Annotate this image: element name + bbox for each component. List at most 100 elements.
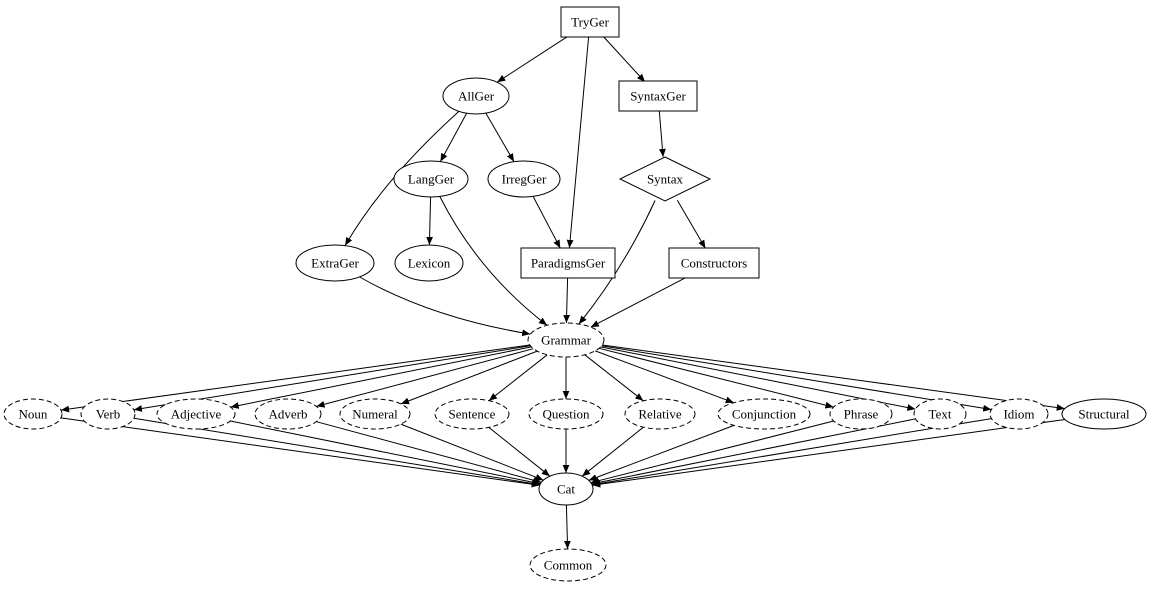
edge-SyntaxGer-Syntax <box>658 110 666 158</box>
edge-Relative-Cat <box>581 426 644 477</box>
node-Cat: Cat <box>538 472 594 506</box>
node-label-Grammar: Grammar <box>541 333 591 348</box>
edge-Adverb-Cat <box>316 421 542 484</box>
node-Question: Question <box>528 398 604 430</box>
edge-TryGer-AllGer <box>496 33 573 83</box>
node-shape-Relative <box>624 398 696 430</box>
node-Idiom: Idiom <box>989 398 1049 430</box>
edge-LangGer-Grammar <box>439 196 548 326</box>
node-Relative: Relative <box>624 398 696 430</box>
node-label-LangGer: LangGer <box>408 172 455 187</box>
node-SyntaxGer: SyntaxGer <box>618 80 698 112</box>
node-shape-TryGer <box>560 6 620 38</box>
node-Adjective: Adjective <box>156 398 236 430</box>
node-Phrase: Phrase <box>829 398 893 430</box>
node-Common: Common <box>529 548 607 582</box>
node-shape-Common <box>529 548 607 582</box>
edge-TryGer-SyntaxGer <box>602 35 646 83</box>
edge-layer <box>60 33 1065 550</box>
node-label-Adjective: Adjective <box>171 407 222 422</box>
node-label-Structural: Structural <box>1078 407 1130 422</box>
node-label-AllGer: AllGer <box>458 89 495 104</box>
node-Conjunction: Conjunction <box>717 398 811 430</box>
node-shape-ExtraGer <box>295 244 375 282</box>
node-label-ExtraGer: ExtraGer <box>311 256 359 271</box>
node-shape-Constructors <box>668 247 760 279</box>
node-Adverb: Adverb <box>254 398 322 430</box>
node-shape-Text <box>913 398 967 430</box>
node-Grammar: Grammar <box>527 322 605 358</box>
node-Sentence: Sentence <box>434 398 510 430</box>
edge-Conjunction-Cat <box>588 424 735 481</box>
node-label-Relative: Relative <box>638 407 682 422</box>
node-shape-Structural <box>1061 398 1147 430</box>
edge-Numeral-Cat <box>400 423 544 481</box>
node-label-Noun: Noun <box>19 407 48 422</box>
node-label-Question: Question <box>543 407 590 422</box>
node-shape-Numeral <box>339 398 411 430</box>
node-shape-Verb <box>80 398 136 430</box>
node-label-Lexicon: Lexicon <box>408 256 451 271</box>
node-shape-Adjective <box>156 398 236 430</box>
node-AllGer: AllGer <box>442 77 510 115</box>
edge-Grammar-Idiom <box>601 345 992 412</box>
node-label-Common: Common <box>544 558 593 573</box>
node-label-Sentence: Sentence <box>449 407 496 422</box>
node-Lexicon: Lexicon <box>394 244 464 282</box>
edge-Cat-Common <box>563 504 571 550</box>
node-shape-Question <box>528 398 604 430</box>
node-label-Syntax: Syntax <box>647 172 684 187</box>
edge-Grammar-Structural <box>602 344 1065 411</box>
edge-Grammar-Phrase <box>598 347 834 409</box>
node-Constructors: Constructors <box>668 247 760 279</box>
node-shape-Noun <box>3 398 63 430</box>
node-Structural: Structural <box>1061 398 1147 430</box>
edge-TryGer-ParadigmsGer <box>566 36 590 249</box>
edge-Constructors-Grammar <box>590 275 690 328</box>
node-Verb: Verb <box>80 398 136 430</box>
node-IrregGer: IrregGer <box>487 160 561 198</box>
edge-Verb-Cat <box>133 417 541 487</box>
edge-Syntax-Grammar <box>578 200 656 325</box>
node-shape-Adverb <box>254 398 322 430</box>
node-shape-AllGer <box>442 77 510 115</box>
node-shape-Sentence <box>434 398 510 430</box>
node-shape-Grammar <box>527 322 605 358</box>
node-shape-IrregGer <box>487 160 561 198</box>
edge-Phrase-Cat <box>590 420 834 485</box>
edge-IrregGer-ParadigmsGer <box>532 196 561 249</box>
edge-AllGer-LangGer <box>439 113 468 162</box>
node-label-Cat: Cat <box>557 482 575 497</box>
edge-Grammar-Sentence <box>488 354 548 402</box>
edge-ParadigmsGer-Grammar <box>563 277 571 324</box>
node-shape-Idiom <box>989 398 1049 430</box>
edge-Syntax-Constructors <box>676 199 706 249</box>
edge-Grammar-Adjective <box>230 346 532 409</box>
edge-Grammar-Relative <box>584 354 644 402</box>
node-Numeral: Numeral <box>339 398 411 430</box>
edge-Noun-Cat <box>60 417 540 488</box>
edge-AllGer-ExtraGer <box>344 111 460 246</box>
edge-AllGer-IrregGer <box>485 112 515 162</box>
node-ParadigmsGer: ParadigmsGer <box>520 247 616 279</box>
node-label-Constructors: Constructors <box>681 256 747 271</box>
edge-Idiom-Cat <box>591 418 992 487</box>
node-label-Verb: Verb <box>96 407 121 422</box>
edge-Structural-Cat <box>592 419 1065 488</box>
node-Noun: Noun <box>3 398 63 430</box>
node-shape-SyntaxGer <box>618 80 698 112</box>
node-shape-Phrase <box>829 398 893 430</box>
node-shape-LangGer <box>393 160 469 198</box>
node-label-Text: Text <box>929 407 952 422</box>
node-label-Phrase: Phrase <box>844 407 879 422</box>
edge-Grammar-Noun <box>60 344 530 413</box>
node-label-ParadigmsGer: ParadigmsGer <box>531 256 606 271</box>
node-label-SyntaxGer: SyntaxGer <box>630 89 686 104</box>
node-label-Idiom: Idiom <box>1003 407 1034 422</box>
edge-Grammar-Adverb <box>316 348 534 408</box>
node-shape-ParadigmsGer <box>520 247 616 279</box>
edge-Sentence-Cat <box>488 427 551 477</box>
